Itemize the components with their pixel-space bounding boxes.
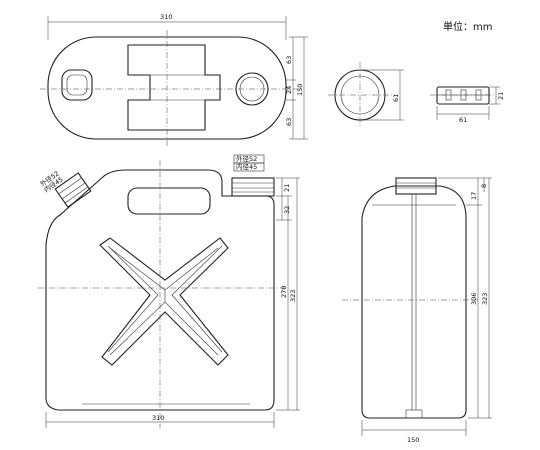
- unit-label: 単位：mm: [443, 20, 492, 33]
- front-view: 外径52 内径45 外径52 内径45 310 21 32 270 323: [38, 154, 300, 428]
- front-x-rib-outer: [99, 237, 229, 366]
- front-dim-1: 21: [283, 184, 291, 192]
- side-dim-4: 323: [481, 293, 489, 305]
- front-width-label: 310: [152, 414, 164, 422]
- top-dim-3: 150: [296, 84, 304, 96]
- handle-view: 61 21: [430, 86, 505, 124]
- top-width-label: 310: [160, 13, 172, 21]
- top-view-outline: [47, 36, 287, 140]
- cap-diameter-label: 61: [392, 94, 400, 102]
- front-dim-3: 270: [280, 286, 288, 298]
- handle-outline: [436, 86, 490, 105]
- top-dim-2: 24: [285, 86, 293, 94]
- top-handle-outline: [127, 44, 221, 131]
- front-spout: [231, 177, 275, 197]
- spout-outer-label: 外径52: [236, 154, 257, 163]
- front-dim-4: 323: [289, 290, 297, 302]
- front-body-outline: [45, 169, 275, 411]
- spout-inner-label: 内径45: [236, 162, 257, 171]
- handle-height-label: 21: [497, 92, 505, 100]
- side-dim-2: 8: [480, 184, 488, 188]
- front-vent-cap: [54, 172, 92, 208]
- cap-view: 61: [328, 62, 404, 128]
- side-dim-3: 306: [470, 293, 478, 305]
- handle-width-label: 61: [459, 116, 467, 124]
- top-dim-1: 63: [285, 56, 293, 64]
- side-dim-1: 17: [470, 192, 478, 200]
- side-body-outline: [361, 185, 467, 419]
- top-vent-cap: [61, 69, 93, 101]
- front-handle-slot: [127, 187, 211, 215]
- side-width-label: 150: [407, 436, 419, 444]
- top-dim-4: 63: [285, 118, 293, 126]
- front-dim-2: 32: [283, 206, 291, 214]
- top-view: 310 63 24 150 63: [40, 13, 308, 146]
- side-view: 150 17 8 306 323: [342, 177, 492, 444]
